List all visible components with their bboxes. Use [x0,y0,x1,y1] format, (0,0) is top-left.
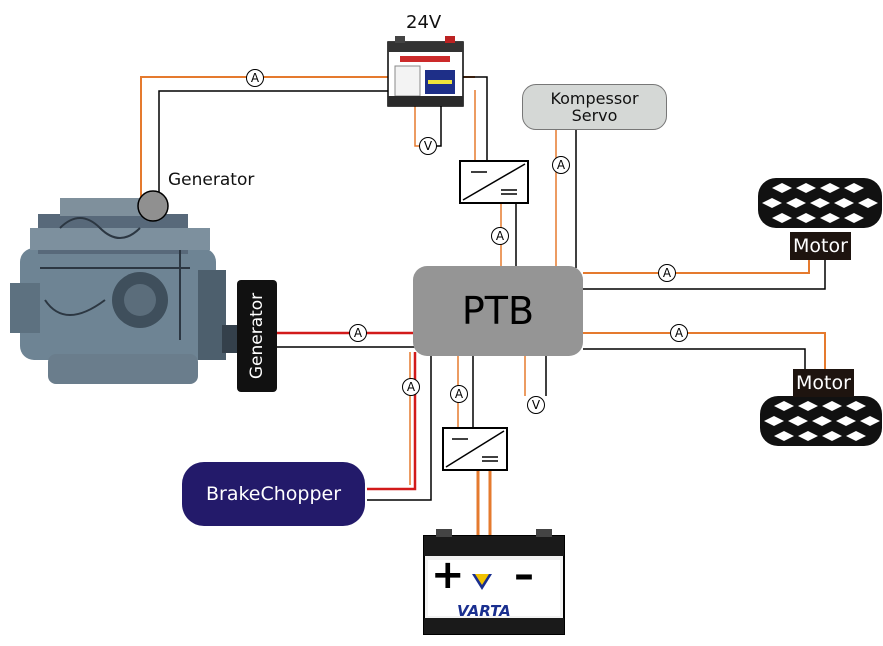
battery-brand: VARTA [457,602,511,620]
battery-varta-icon [423,529,565,635]
voltmeter-top: V [419,137,437,155]
generator-block-label: Generator [247,292,267,380]
ammeter-converter-bottom: A [450,385,468,403]
ammeter-top: A [246,69,264,87]
battery-voltage-label: 24V [406,12,442,33]
battery-top-icon [387,36,464,107]
wire-brake-black [367,355,432,501]
battery-minus-sign: – [514,552,534,598]
ammeter-generator: A [349,324,367,342]
engine-icon [10,198,237,384]
motor-top: Motor [790,232,851,260]
motor-bottom: Motor [793,369,854,397]
compressor-label: Kompessor Servo [550,89,639,125]
compressor-servo: Kompessor Servo [522,84,667,130]
converter-top-icon [462,163,526,201]
wire-v-right [436,106,442,147]
wire-black-top [158,90,388,196]
ammeter-brake: A [402,378,420,396]
converter-bottom-icon [445,430,505,468]
brake-chopper: BrakeChopper [182,462,365,526]
tire-top-icon [758,178,882,228]
voltmeter-bottom: V [527,396,545,414]
ammeter-compressor: A [552,156,570,174]
tire-bottom-icon [760,396,882,446]
converter-bottom [442,427,508,471]
battery-plus-sign: + [431,552,465,598]
ammeter-motor-top: A [658,264,676,282]
wire-v-left [414,106,420,147]
generator-block: Generator [237,280,277,392]
wire-motor-top-orange [583,258,810,274]
wire-motor-bot-orange [583,332,826,370]
ammeter-converter-top: A [491,227,509,245]
wire-bat-conv-black [463,76,488,160]
converter-top [459,160,529,204]
ammeter-motor-bottom: A [670,324,688,342]
ptb-unit: PTB [413,266,583,356]
generator-label: Generator [168,170,255,190]
generator-sphere-icon [137,190,169,222]
wire-brake-red [367,352,417,491]
wire-motor-bot-black [583,348,806,370]
wire-orange-top [140,76,475,198]
wire-motor-top-black [583,258,826,290]
